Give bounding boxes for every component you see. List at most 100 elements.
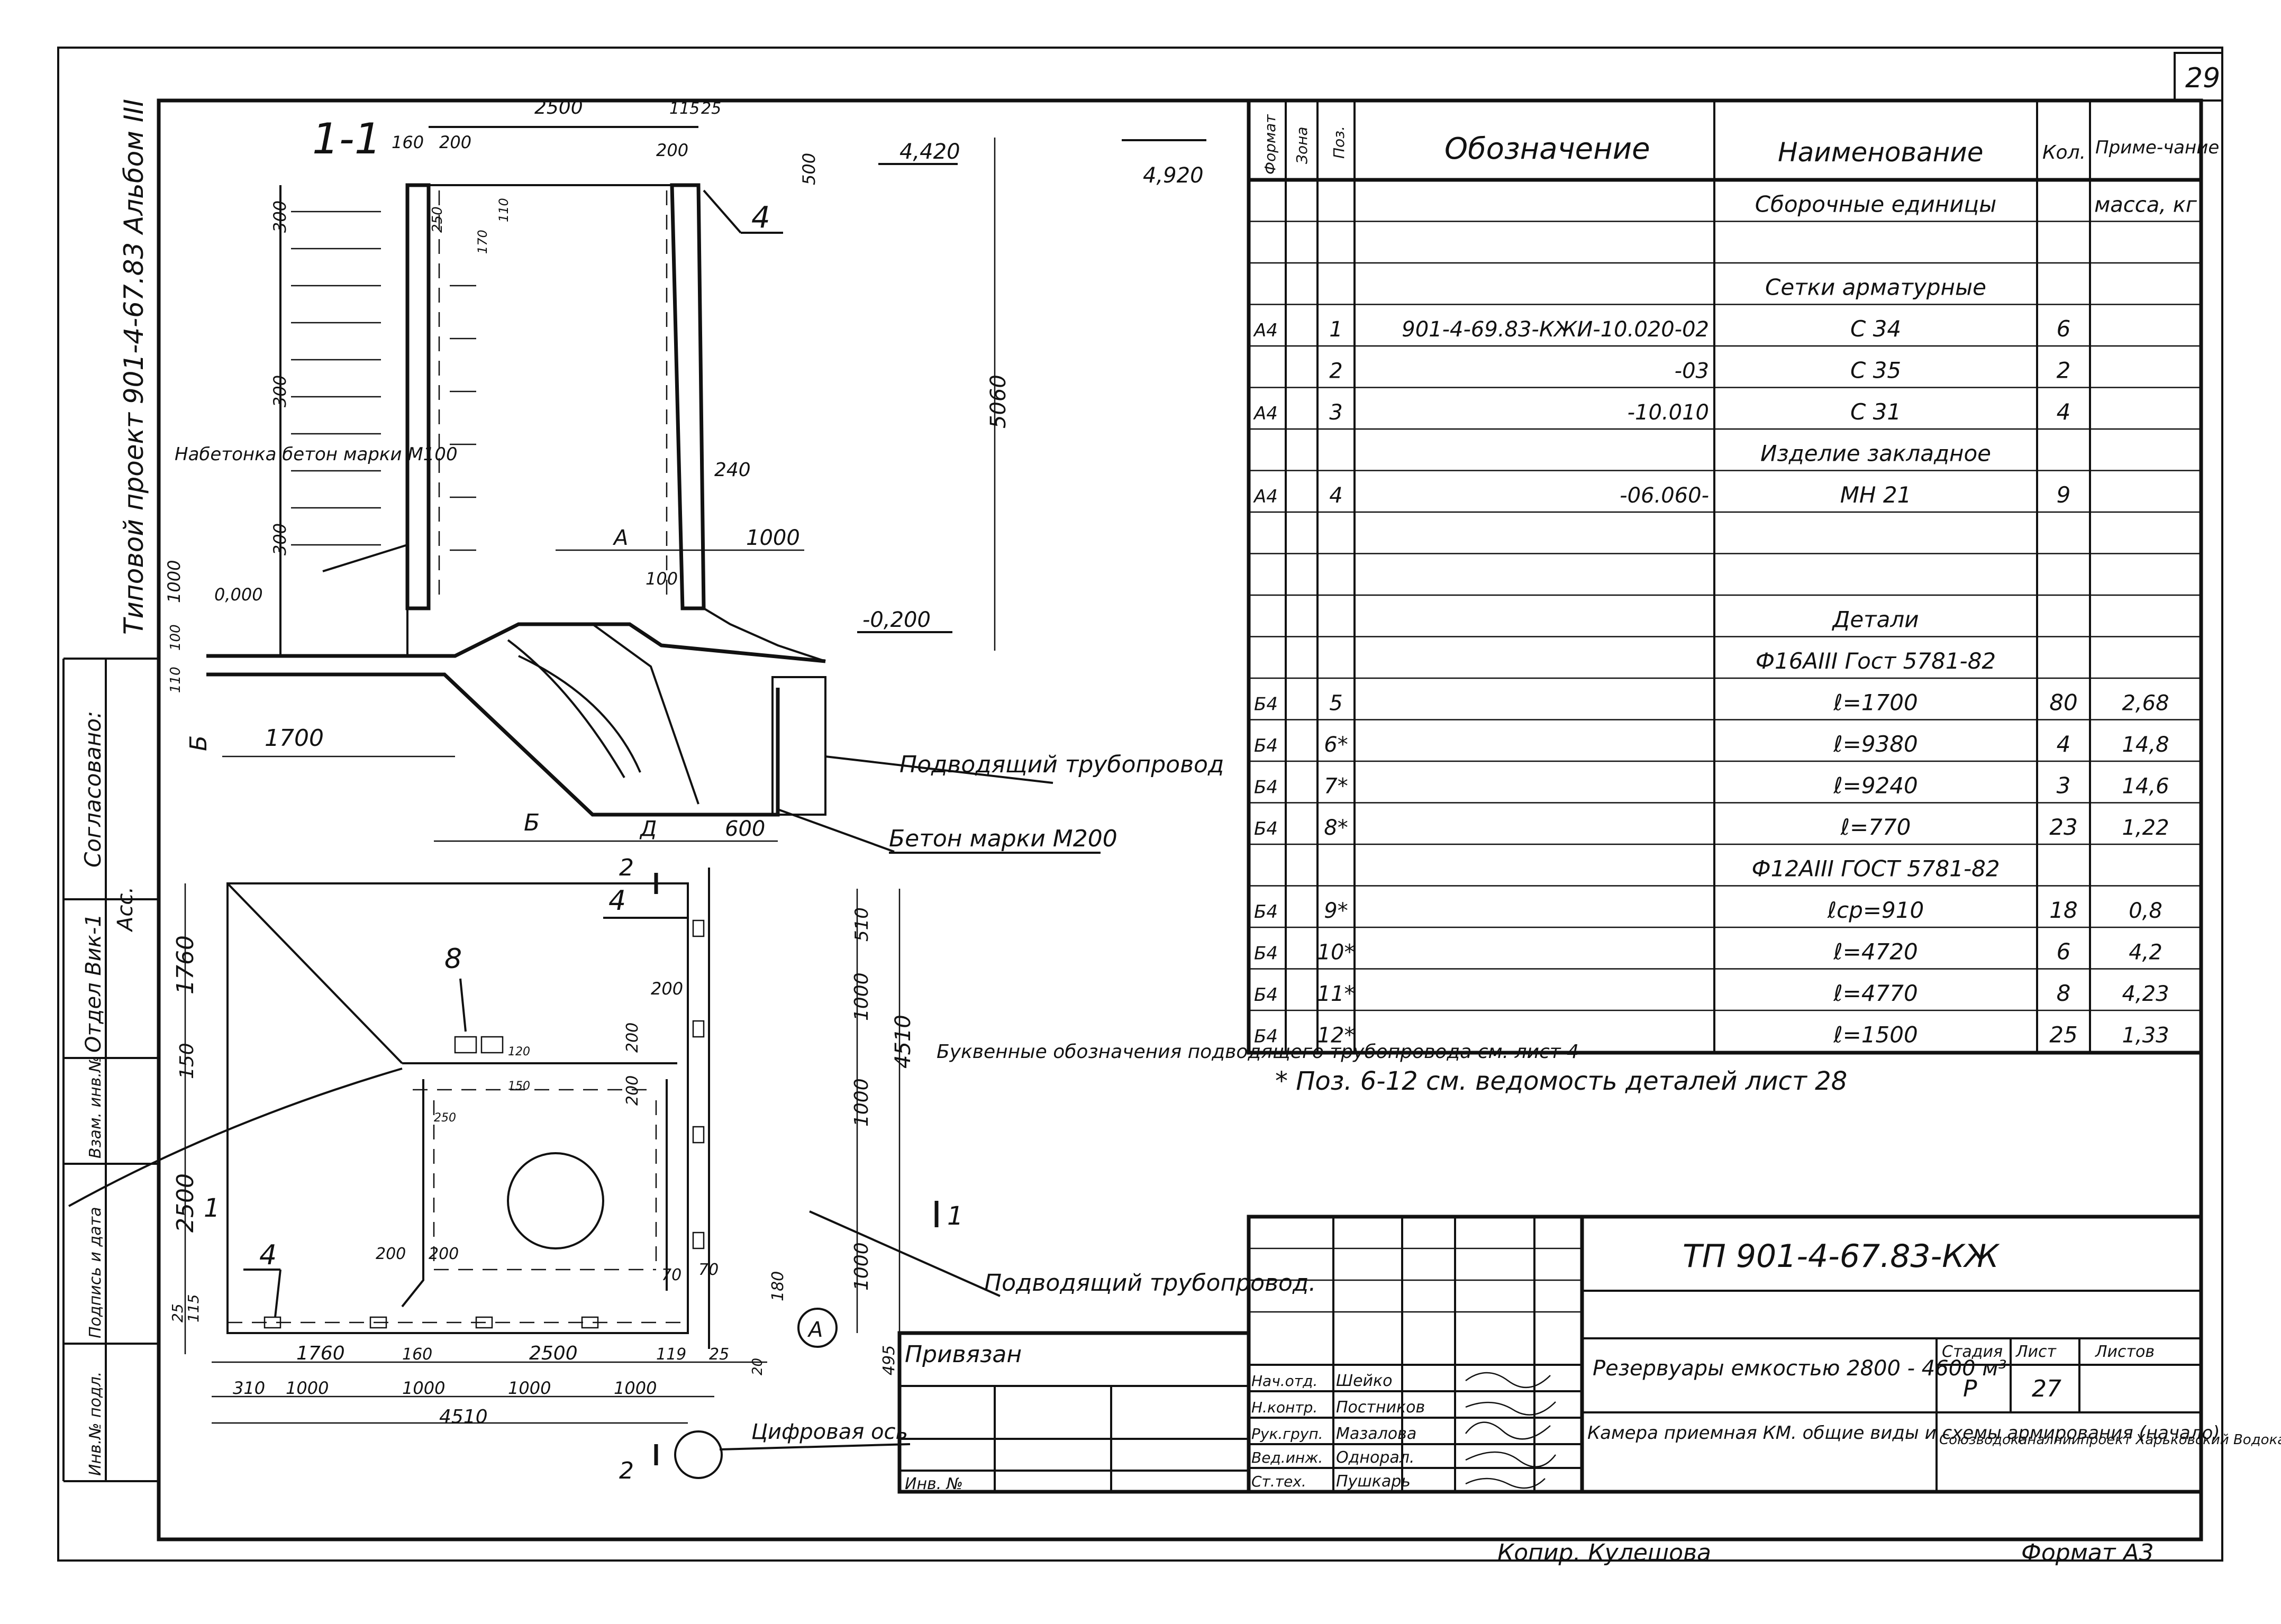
plan-inner-200a: 200	[651, 979, 683, 999]
elev-4420: 4,420	[899, 140, 960, 164]
spec-cell-name: ℓ=4720	[1833, 939, 1918, 965]
title-block: ТП 901-4-67.83-КЖ Резервуары емкостью 28…	[1247, 1215, 2281, 1494]
sheet-label: Лист	[2015, 1343, 2057, 1361]
spec-cell-pos: 1	[1329, 317, 1342, 342]
spec-cell-qty: 2	[2057, 358, 2071, 384]
plan-dim-25: 25	[169, 1303, 186, 1322]
dim-110b: 110	[496, 198, 511, 222]
dim-1000-section: 1000	[746, 526, 800, 550]
section-right-wall	[670, 183, 706, 610]
spec-cell-qty: 25	[2049, 1022, 2077, 1048]
dim-1700: 1700	[265, 725, 324, 752]
spec-cell-name: С 31	[1850, 399, 1901, 425]
plan-inner-200b: 200	[623, 1023, 642, 1053]
plan-dim-1760: 1760	[172, 935, 199, 995]
sheet-name: Камера приемная КМ. общие виды и схемы а…	[1587, 1422, 2220, 1444]
spec-cell-fmt: Б4	[1254, 1026, 1278, 1047]
stamp-row-3: Инв.№ подл.	[86, 1372, 105, 1476]
staff-name-2: Постников	[1336, 1398, 1425, 1417]
privyazan-label: Привязан	[905, 1341, 1022, 1368]
spec-cell-note: 1,33	[2122, 1024, 2169, 1048]
spec-cell-name: ℓ=1700	[1833, 690, 1918, 716]
spec-cell-fmt: А4	[1253, 486, 1278, 507]
doc-code: ТП 901-4-67.83-КЖ	[1683, 1238, 2000, 1275]
plan-bot-4510: 4510	[439, 1406, 488, 1428]
spec-cell-note: 4,2	[2129, 941, 2162, 965]
dim-250: 250	[430, 206, 446, 233]
sheet-value: 27	[2032, 1375, 2061, 1402]
stamp-row-1: Взам. инв.№	[86, 1056, 105, 1158]
spec-cell-qty: 6	[2057, 939, 2071, 965]
plan-bot-1000b: 1000	[402, 1378, 445, 1398]
backfill-label: Набетонка бетон марки М100	[175, 444, 458, 465]
section-title: 1-1	[312, 114, 381, 163]
dim-240: 240	[714, 459, 751, 481]
plan-inner-250: 250	[434, 1111, 456, 1125]
staff-role-4: Вед.инж.	[1251, 1449, 1323, 1466]
plan-bot-2500: 2500	[529, 1343, 578, 1364]
dim-110: 100	[168, 624, 184, 651]
pipe-label-section: Подводящий трубопровод	[899, 751, 1224, 778]
spec-cell-note: 4,23	[2122, 982, 2169, 1006]
spec-cell-code: -03	[1675, 359, 1709, 384]
spec-cell-fmt: Б4	[1254, 943, 1278, 964]
callout-4-plan-bottom: 4	[259, 1239, 277, 1271]
plan-inner-200d: 200	[376, 1245, 406, 1263]
dim-5060: 5060	[986, 375, 1011, 428]
section-mark-1-left: 1	[204, 1193, 220, 1223]
staff-role-3: Рук.груп.	[1251, 1425, 1323, 1443]
plan-inner-150a: 150	[508, 1080, 530, 1093]
spec-table: Формат Зона Поз. Обозначение Наименовани…	[1247, 98, 2219, 1055]
spec-cell-pos: 11*	[1317, 982, 1355, 1006]
concrete-label: Бетон марки М200	[889, 825, 1117, 852]
spec-cell-code: -06.060-	[1620, 483, 1709, 508]
dim-170: 170	[475, 230, 490, 254]
spec-cell-name: Ф12АIII ГОСТ 5781-82	[1751, 856, 2000, 882]
spec-cell-fmt: Б4	[1254, 777, 1278, 798]
format-label: Формат А3	[2021, 1539, 2154, 1566]
plan-bot-1760: 1760	[296, 1343, 345, 1364]
spec-cell-note: 0,8	[2129, 899, 2162, 923]
spec-cell-qty: 9	[2057, 482, 2071, 508]
dim-1000-left: 1000	[164, 560, 184, 603]
dim-300c: 300	[270, 523, 290, 555]
org-name: Союзводоканалниипроект Харьковский Водок…	[1939, 1432, 2281, 1448]
dim-25: 25	[701, 99, 721, 118]
spec-cell-qty: 4	[2057, 731, 2071, 757]
plan-dim-2500: 2500	[172, 1173, 199, 1233]
plan-dim-4510-v: 4510	[891, 1015, 915, 1069]
dim-300a: 300	[270, 200, 290, 233]
callout-4-section: 4	[751, 200, 770, 235]
spec-cell-fmt: Б4	[1254, 735, 1278, 756]
plan-dim-20: 20	[750, 1358, 766, 1375]
plan-dim-510: 510	[851, 907, 873, 942]
spec-header-code: Обозначение	[1444, 132, 1650, 166]
spec-cell-name: ℓ=9380	[1833, 731, 1918, 757]
spec-cell-qty: 18	[2049, 897, 2077, 923]
plan-bot-310: 310	[233, 1378, 265, 1398]
staff-role-5: Ст.тех.	[1251, 1473, 1306, 1490]
dept-sign: Асс.	[113, 887, 138, 933]
inv-no-label: Инв. №	[905, 1475, 963, 1493]
sheets-label: Листов	[2095, 1343, 2155, 1361]
elev-4920: 4,920	[1143, 163, 1204, 188]
plan-dim-180: 180	[769, 1271, 787, 1301]
plan-dim-115: 115	[185, 1294, 202, 1322]
spec-header-pos: Поз.	[1330, 126, 1348, 159]
privyazan-block: Привязан Инв. №	[897, 1331, 1251, 1494]
elev-minus0200: -0,200	[862, 608, 931, 632]
outer-frame	[57, 47, 2223, 1562]
dim-A: А	[612, 526, 628, 550]
plan-inner-200c: 200	[623, 1075, 642, 1106]
dim-B-vertical: Б	[185, 735, 212, 751]
plan-bot-160: 160	[402, 1345, 432, 1364]
plan-bot-1000d: 1000	[614, 1378, 657, 1398]
stamp-row-2: Подпись и дата	[86, 1207, 105, 1339]
spec-cell-note: 14,8	[2122, 733, 2169, 757]
staff-name-3: Мазалова	[1336, 1425, 1416, 1443]
dept-label: Отдел Вик-1	[81, 914, 106, 1053]
callout-8: 8	[444, 943, 462, 975]
section-left-wall	[405, 183, 431, 610]
plan-bot-25: 25	[709, 1345, 729, 1364]
